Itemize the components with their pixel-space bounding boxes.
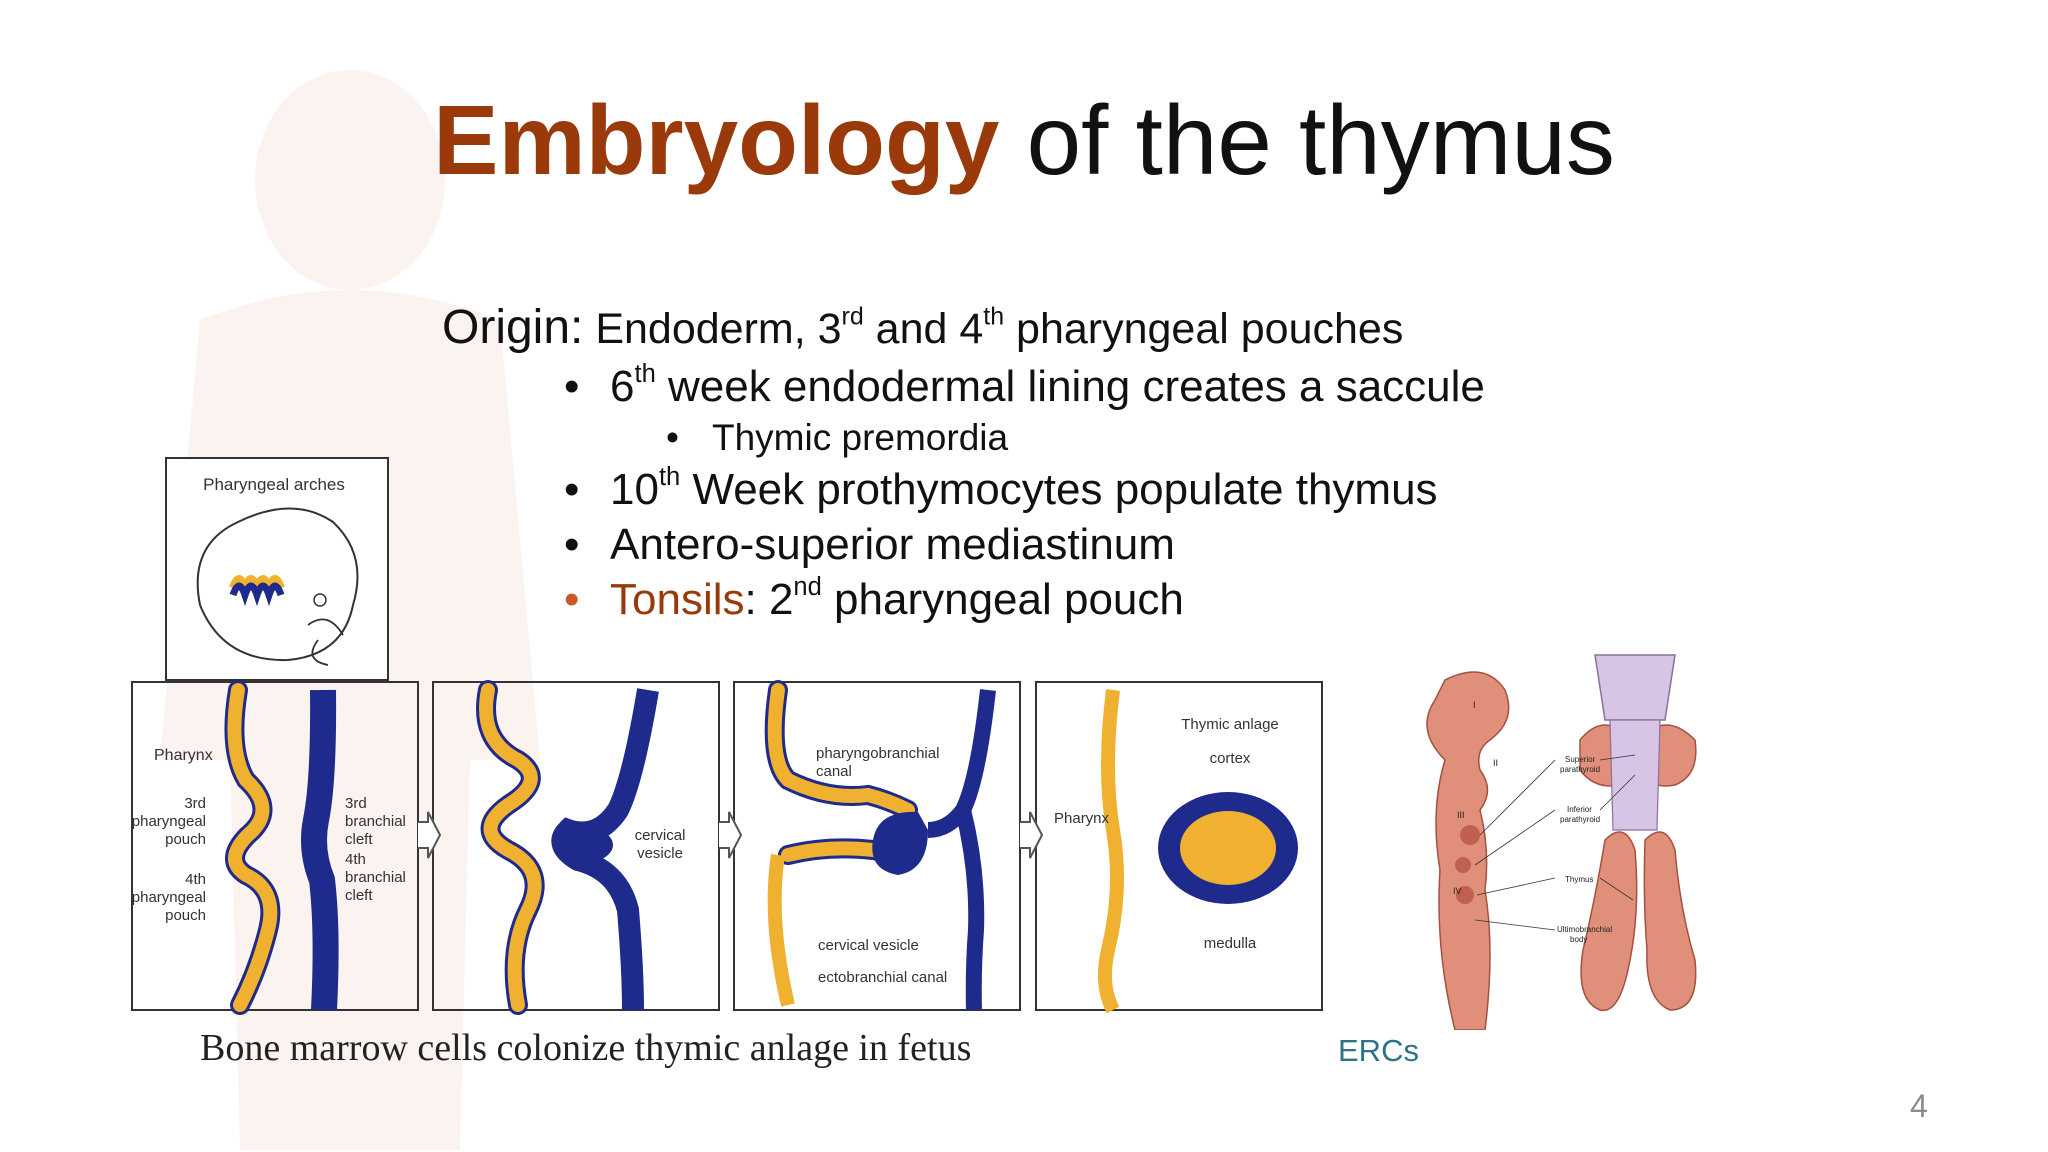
inset-label: Pharyngeal arches (203, 475, 345, 494)
svg-text:pouch: pouch (165, 831, 206, 848)
svg-text:Inferior: Inferior (1567, 805, 1592, 814)
embryo-outline (196, 507, 359, 662)
bullet-item-tonsils: •Tonsils: 2nd pharyngeal pouch (564, 572, 1184, 624)
svg-text:pharyngobranchial: pharyngobranchial (816, 745, 939, 762)
origin-label: Origin: (442, 301, 584, 354)
svg-text:body: body (1570, 935, 1587, 944)
sub-bullet-item: •Thymic premordia (666, 417, 1009, 458)
embryo-side-view (1426, 671, 1510, 1030)
svg-text:parathyroid: parathyroid (1560, 765, 1600, 774)
svg-text:3rd: 3rd (184, 795, 206, 812)
svg-text:4th: 4th (185, 871, 206, 888)
svg-text:Superior: Superior (1565, 755, 1596, 764)
svg-text:IV: IV (1453, 886, 1462, 896)
bullet-item: •6th week endodermal lining creates a sa… (564, 359, 1485, 411)
svg-text:Ultimobranchial: Ultimobranchial (1557, 925, 1612, 934)
figure-caption: Bone marrow cells colonize thymic anlage… (200, 1027, 972, 1069)
slide-title: Embryology of the thymus (0, 80, 2048, 200)
bullet-dot: • (564, 575, 580, 624)
title-accent: Embryology (433, 85, 1000, 195)
source-credit: ERCs (1338, 1033, 1419, 1068)
svg-text:ectobranchial canal: ectobranchial canal (818, 969, 947, 986)
svg-text:II: II (1493, 758, 1498, 768)
arrow-right-icon (418, 811, 442, 859)
svg-text:pharyngeal: pharyngeal (132, 889, 206, 906)
svg-text:I: I (1473, 700, 1476, 710)
bullet-dot: • (564, 520, 580, 569)
origin-line: Origin: Endoderm, 3rd and 4th pharyngeal… (442, 300, 1403, 355)
svg-text:canal: canal (816, 763, 852, 780)
larynx (1594, 654, 1676, 721)
anatomy-illustration: I II III IV Superior parathyroid Inferio… (1426, 654, 1697, 1030)
ectoderm-clefts (301, 689, 339, 1011)
arrow-right-icon (1020, 811, 1044, 859)
label-pharynx: Pharynx (154, 747, 213, 764)
bullet-item: •Antero-superior mediastinum (564, 520, 1175, 569)
bullet-dot: • (564, 362, 580, 411)
bullet-dot: • (666, 417, 679, 458)
svg-text:4th: 4th (345, 851, 366, 868)
svg-text:cleft: cleft (345, 887, 373, 904)
svg-text:pharyngeal: pharyngeal (132, 813, 206, 830)
svg-text:parathyroid: parathyroid (1560, 815, 1600, 824)
bullet-dot: • (564, 465, 580, 514)
svg-text:3rd: 3rd (345, 795, 367, 812)
svg-text:cervical vesicle: cervical vesicle (818, 937, 919, 954)
arrow-right-icon (719, 811, 743, 859)
svg-text:branchial: branchial (345, 813, 406, 830)
svg-text:medulla: medulla (1204, 935, 1257, 952)
svg-text:vesicle: vesicle (637, 845, 683, 862)
svg-text:cervical: cervical (635, 827, 686, 844)
bullet-item: •10th Week prothymocytes populate thymus (564, 462, 1438, 514)
svg-text:pouch: pouch (165, 907, 206, 924)
svg-text:III: III (1457, 810, 1465, 820)
inset-box (165, 457, 389, 681)
pharyngobranchial-vesicle (872, 811, 928, 875)
thymic-anlage-medulla (1180, 811, 1276, 885)
svg-text:Thymus: Thymus (1565, 875, 1593, 884)
page-number: 4 (1910, 1088, 1928, 1124)
thymus-development-diagram: Pharyngeal arches Pharynx 3rd pharyngeal… (131, 457, 1323, 1015)
origin-text: Endoderm, 3rd and 4th pharyngeal pouches (583, 302, 1404, 353)
svg-text:branchial: branchial (345, 869, 406, 886)
svg-text:Pharynx: Pharynx (1054, 810, 1110, 827)
title-rest: of the thymus (999, 85, 1615, 195)
svg-text:Thymic anlage: Thymic anlage (1181, 716, 1279, 733)
svg-text:cortex: cortex (1210, 750, 1251, 767)
thymus-lobes (1580, 831, 1697, 1012)
svg-text:cleft: cleft (345, 831, 373, 848)
pharynx-wall (1097, 689, 1124, 1014)
